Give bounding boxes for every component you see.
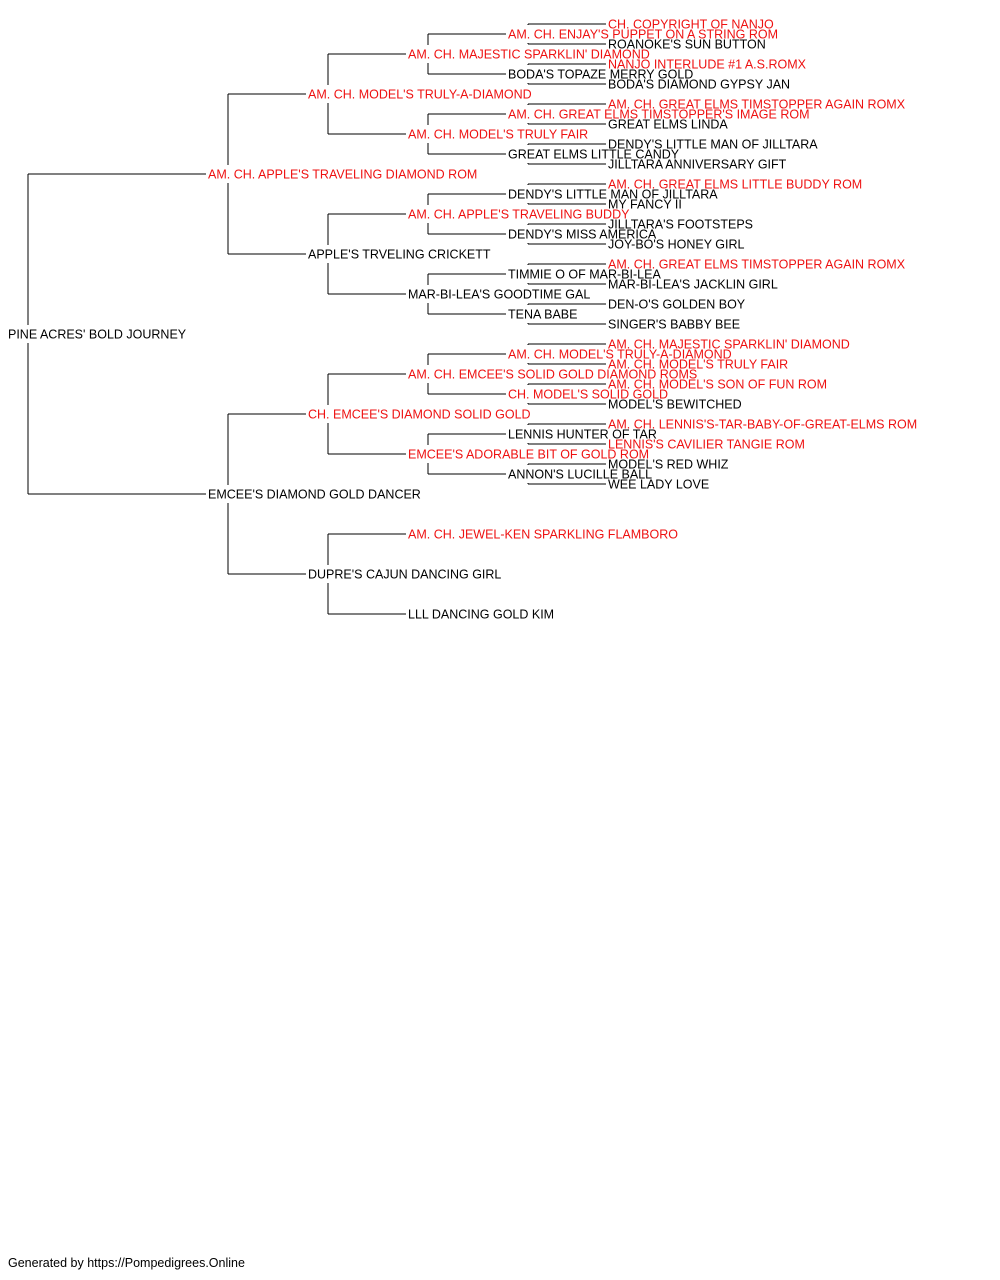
dog-name: MODEL'S BEWITCHED bbox=[608, 398, 742, 412]
dog-name: MAR-BI-LEA'S GOODTIME GAL bbox=[408, 288, 590, 302]
dog-name: JOY-BO'S HONEY GIRL bbox=[608, 238, 745, 252]
dog-name: SINGER'S BABBY BEE bbox=[608, 318, 740, 332]
dog-name: GREAT ELMS LINDA bbox=[608, 118, 728, 132]
dog-name: APPLE'S TRVELING CRICKETT bbox=[308, 248, 491, 262]
champion-dog-name: EMCEE'S ADORABLE BIT OF GOLD ROM bbox=[408, 448, 649, 462]
dog-name: TENA BABE bbox=[508, 308, 577, 322]
dog-name: PINE ACRES' BOLD JOURNEY bbox=[8, 328, 187, 342]
dog-name: DENDY'S LITTLE MAN OF JILLTARA bbox=[508, 188, 718, 202]
dog-name: DENDY'S MISS AMERICA bbox=[508, 228, 657, 242]
footer-credit: Generated by https://Pompedigrees.Online bbox=[8, 1256, 245, 1270]
dog-name: MODEL'S RED WHIZ bbox=[608, 458, 729, 472]
dog-name: MAR-BI-LEA'S JACKLIN GIRL bbox=[608, 278, 778, 292]
dog-name: JILLTARA'S FOOTSTEPS bbox=[608, 218, 753, 232]
dog-name: LLL DANCING GOLD KIM bbox=[408, 608, 554, 622]
champion-dog-name: CH. MODEL'S SOLID GOLD bbox=[508, 388, 668, 402]
dog-name: LENNIS HUNTER OF TAR bbox=[508, 428, 657, 442]
champion-dog-name: AM. CH. MODEL'S SON OF FUN ROM bbox=[608, 378, 827, 392]
champion-dog-name: CH. COPYRIGHT OF NANJO bbox=[608, 18, 774, 32]
dog-name: EMCEE'S DIAMOND GOLD DANCER bbox=[208, 488, 421, 502]
dog-name: DUPRE'S CAJUN DANCING GIRL bbox=[308, 568, 501, 582]
champion-dog-name: AM. CH. JEWEL-KEN SPARKLING FLAMBORO bbox=[408, 528, 678, 542]
champion-dog-name: CH. EMCEE'S DIAMOND SOLID GOLD bbox=[308, 408, 531, 422]
dog-name: DENDY'S LITTLE MAN OF JILLTARA bbox=[608, 138, 818, 152]
dog-name: MY FANCY II bbox=[608, 198, 682, 212]
champion-dog-name: AM. CH. ENJAY'S PUPPET ON A STRING ROM bbox=[508, 28, 778, 42]
champion-dog-name: AM. CH. MODEL'S TRULY FAIR bbox=[608, 358, 788, 372]
champion-dog-name: AM. CH. MODEL'S TRULY-A-DIAMOND bbox=[308, 88, 532, 102]
pedigree-tree: PINE ACRES' BOLD JOURNEY AM. CH. APPLE'S … bbox=[8, 18, 917, 622]
champion-dog-name: AM. CH. APPLE'S TRAVELING DIAMOND ROM bbox=[208, 168, 477, 182]
champion-dog-name: AM. CH. MAJESTIC SPARKLIN' DIAMOND bbox=[408, 48, 650, 62]
champion-dog-name: LENNIS'S CAVILIER TANGIE ROM bbox=[608, 438, 805, 452]
champion-dog-name: AM. CH. GREAT ELMS TIMSTOPPER AGAIN ROMX bbox=[608, 258, 906, 272]
dog-name: WEE LADY LOVE bbox=[608, 478, 709, 492]
champion-dog-name: AM. CH. EMCEE'S SOLID GOLD DIAMOND ROMS bbox=[408, 368, 697, 382]
dog-name: TIMMIE O OF MAR-BI-LEA bbox=[508, 268, 661, 282]
champion-dog-name: AM. CH. MAJESTIC SPARKLIN' DIAMOND bbox=[608, 338, 850, 352]
champion-dog-name: AM. CH. MODEL'S TRULY-A-DIAMOND bbox=[508, 348, 732, 362]
dog-name: GREAT ELMS LITTLE CANDY bbox=[508, 148, 680, 162]
champion-dog-name: AM. CH. GREAT ELMS TIMSTOPPER AGAIN ROMX bbox=[608, 98, 906, 112]
dog-name: JILLTARA ANNIVERSARY GIFT bbox=[608, 158, 787, 172]
champion-dog-name: AM. CH. LENNIS'S-TAR-BABY-OF-GREAT-ELMS … bbox=[608, 418, 917, 432]
champion-dog-name: NANJO INTERLUDE #1 A.S.ROMX bbox=[608, 58, 807, 72]
champion-dog-name: AM. CH. GREAT ELMS TIMSTOPPER'S IMAGE RO… bbox=[508, 108, 810, 122]
champion-dog-name: AM. CH. GREAT ELMS LITTLE BUDDY ROM bbox=[608, 178, 862, 192]
dog-name: BODA'S TOPAZE MERRY GOLD bbox=[508, 68, 693, 82]
dog-name: ANNON'S LUCILLE BALL bbox=[508, 468, 652, 482]
dog-name: DEN-O'S GOLDEN BOY bbox=[608, 298, 746, 312]
champion-dog-name: AM. CH. MODEL'S TRULY FAIR bbox=[408, 128, 588, 142]
dog-name: ROANOKE'S SUN BUTTON bbox=[608, 38, 766, 52]
champion-dog-name: AM. CH. APPLE'S TRAVELING BUDDY bbox=[408, 208, 630, 222]
dog-name: BODA'S DIAMOND GYPSY JAN bbox=[608, 78, 790, 92]
